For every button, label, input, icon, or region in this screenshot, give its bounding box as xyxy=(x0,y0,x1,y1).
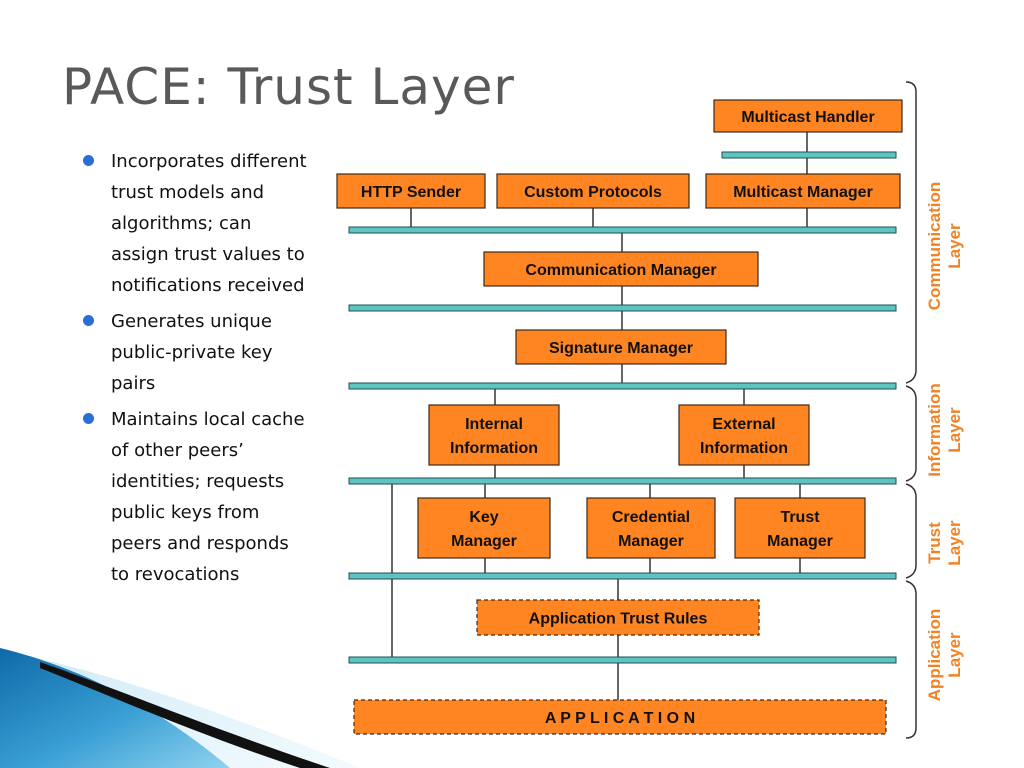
multicast-handler-box: Multicast Handler xyxy=(713,99,903,133)
brace-application-layer xyxy=(905,580,917,739)
bullet-dot-icon xyxy=(83,155,94,166)
bullet-item: Incorporates different trust models and … xyxy=(80,146,312,301)
bus-lines xyxy=(348,151,897,664)
box-shape xyxy=(515,329,727,365)
box-shape xyxy=(586,497,716,559)
bus-information xyxy=(348,477,897,485)
bullet-item: Generates unique public-private key pair… xyxy=(80,306,312,399)
bus-multicast xyxy=(721,151,897,159)
box-shape xyxy=(353,699,887,735)
slide-title: PACE: Trust Layer xyxy=(62,58,515,116)
box-shape xyxy=(734,497,866,559)
corner-swoosh-decoration xyxy=(0,648,360,768)
box-label: Multicast Handler xyxy=(741,109,874,126)
layer-label-text: Trust xyxy=(925,522,944,564)
bullet-dot-icon xyxy=(83,315,94,326)
layer-label-text: Application xyxy=(925,609,944,702)
layer-label-text: Layer xyxy=(945,632,964,678)
box-shape xyxy=(713,99,903,133)
signature-manager-box: Signature Manager xyxy=(515,329,727,365)
bullet-item: Maintains local cache of other peers’ id… xyxy=(80,404,312,590)
box-label: HTTP Sender xyxy=(361,184,461,201)
box-shape xyxy=(476,599,760,636)
bullet-text: Maintains local cache of other peers’ id… xyxy=(111,409,305,585)
box-label: External xyxy=(712,416,775,433)
layer-label-text: Layer xyxy=(945,407,964,453)
layer-label-text: Information xyxy=(925,383,944,477)
layer-label-text: Communication xyxy=(925,182,944,310)
layer-braces xyxy=(905,81,917,739)
brace-communication-layer xyxy=(905,81,917,384)
box-shape xyxy=(678,404,810,466)
bus-protocols xyxy=(348,226,897,234)
box-label: Key xyxy=(469,509,498,526)
box-shape xyxy=(428,404,560,466)
http-sender-box: HTTP Sender xyxy=(336,173,486,209)
multicast-manager-box: Multicast Manager xyxy=(705,173,901,209)
box-label: Internal xyxy=(465,416,523,433)
box-label: Credential xyxy=(612,509,690,526)
bus-trust xyxy=(348,572,897,580)
layer-label-text: Layer xyxy=(945,520,964,566)
bus-communication xyxy=(348,304,897,312)
box-shape xyxy=(705,173,901,209)
bullet-list: Incorporates different trust models and … xyxy=(80,146,312,595)
box-label: Multicast Manager xyxy=(733,184,873,201)
box-label: Manager xyxy=(767,533,833,550)
layer-label-text: Layer xyxy=(945,223,964,269)
box-shape xyxy=(336,173,486,209)
box-label: Signature Manager xyxy=(549,340,693,357)
brace-information-layer xyxy=(905,385,917,482)
box-label: Information xyxy=(450,440,538,457)
box-label: Application Trust Rules xyxy=(529,611,708,628)
custom-protocols-box: Custom Protocols xyxy=(496,173,690,209)
box-label: Manager xyxy=(451,533,517,550)
box-shape xyxy=(483,251,759,287)
communication-manager-box: Communication Manager xyxy=(483,251,759,287)
bullet-text: Generates unique public-private key pair… xyxy=(111,311,273,394)
bullet-dot-icon xyxy=(83,413,94,424)
application-trust-rules-box: Application Trust Rules xyxy=(476,599,760,636)
bus-application xyxy=(348,656,897,664)
box-label: Information xyxy=(700,440,788,457)
bus-signature xyxy=(348,382,897,390)
box-label: Communication Manager xyxy=(525,262,716,279)
bullet-text: Incorporates different trust models and … xyxy=(111,151,307,296)
application-box: A P P L I C A T I O N xyxy=(353,699,887,735)
box-label: Custom Protocols xyxy=(524,184,662,201)
box-shape xyxy=(417,497,551,559)
box-label: Trust xyxy=(780,509,820,526)
box-shape xyxy=(496,173,690,209)
box-label: Manager xyxy=(618,533,684,550)
box-label: A P P L I C A T I O N xyxy=(545,710,695,727)
brace-trust-layer xyxy=(905,483,917,579)
